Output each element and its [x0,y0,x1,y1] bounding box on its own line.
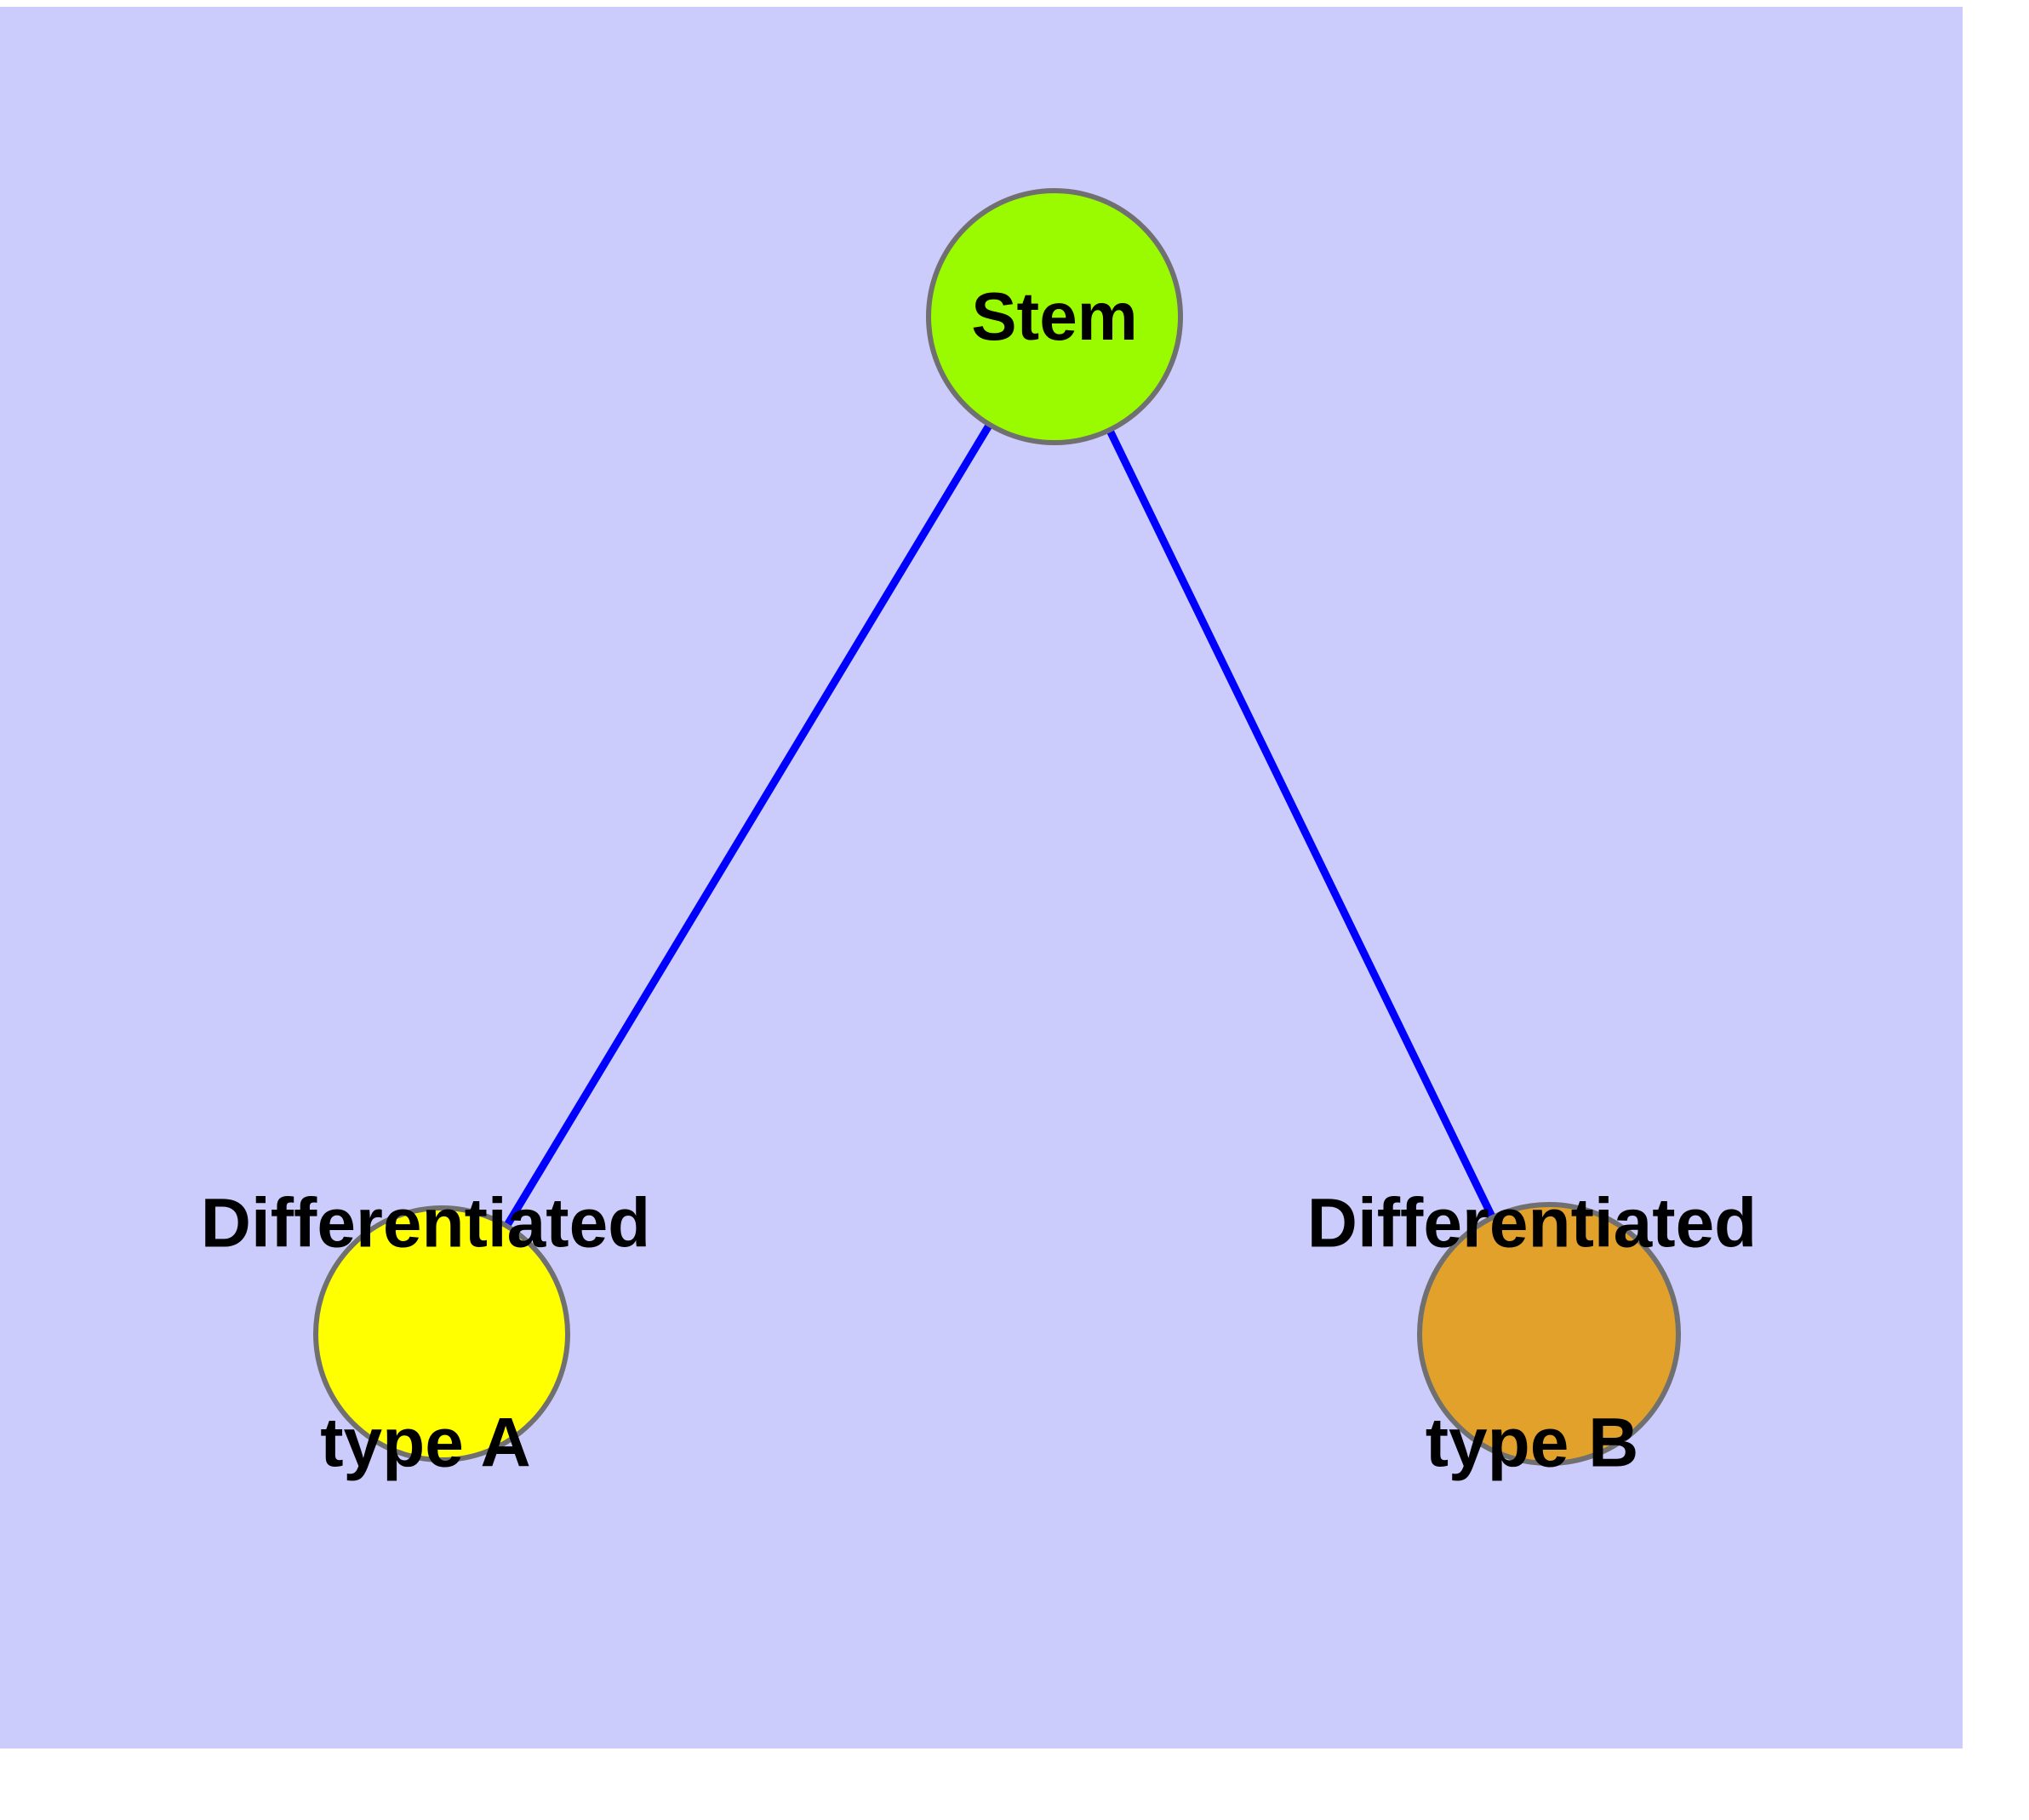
edge-stem-to-type-a[interactable] [438,314,1058,1336]
node-differentiated-type-b[interactable] [1417,1202,1681,1466]
node-stem[interactable] [926,188,1183,445]
node-differentiated-type-a[interactable] [313,1205,570,1462]
node-group [313,188,1681,1466]
edge-group [438,314,1553,1336]
edge-stem-to-type-b[interactable] [1050,315,1553,1336]
